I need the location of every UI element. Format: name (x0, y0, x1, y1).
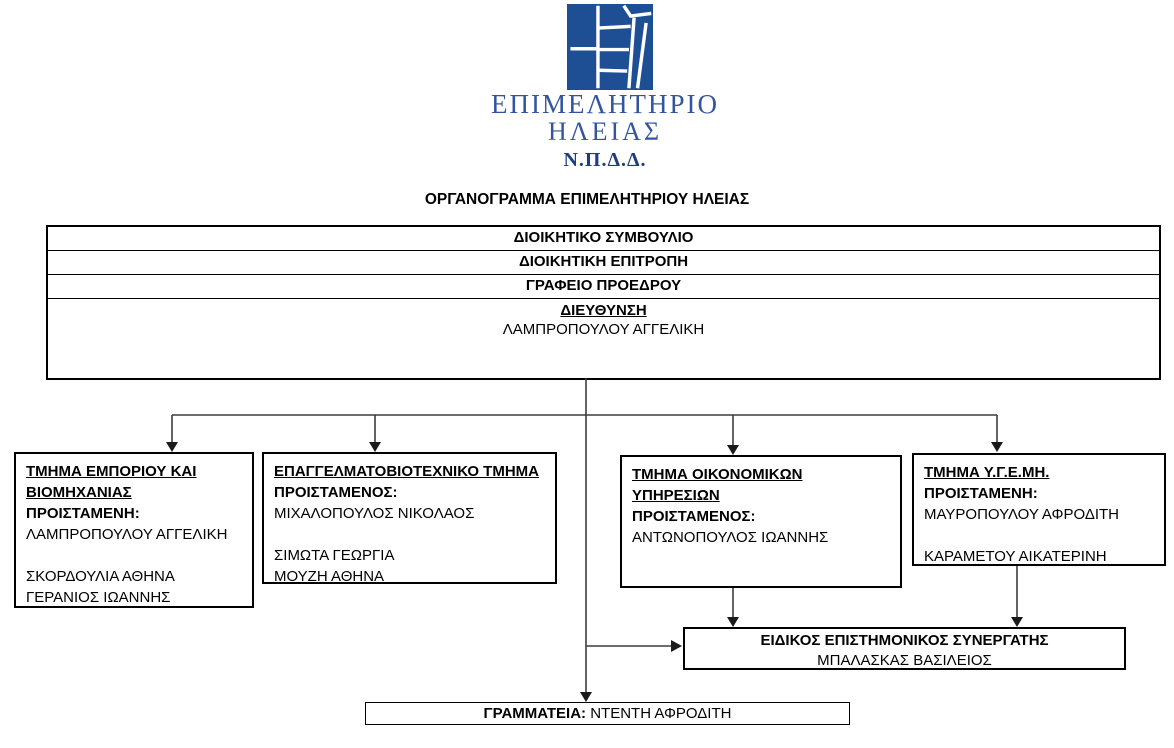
special-advisor-box: ΕΙΔΙΚΟΣ ΕΠΙΣΤΗΜΟΝΙΚΟΣ ΣΥΝΕΡΓΑΤΗΣ ΜΠΑΛΑΣΚ… (683, 627, 1126, 670)
dept-head: ΜΑΥΡΟΠΟΥΛΟΥ ΑΦΡΟΔΙΤΗ (924, 506, 1120, 523)
dept-title: ΤΜΗΜΑ Υ.Γ.Ε.ΜΗ. (924, 464, 1050, 481)
spacer (26, 545, 242, 566)
row-committee: ΔΙΟΙΚΗΤΙΚΗ ΕΠΙΤΡΟΠΗ (48, 251, 1159, 275)
secretariat-label: ΓΡΑΜΜΑΤΕΙΑ: (483, 705, 587, 722)
governance-box: ΔΙΟΙΚΗΤΙΚΟ ΣΥΜΒΟΥΛΙΟ ΔΙΟΙΚΗΤΙΚΗ ΕΠΙΤΡΟΠΗ… (46, 225, 1161, 380)
dept-staff-member: ΣΙΜΩΤΑ ΓΕΩΡΓΙΑ (274, 547, 395, 564)
chamber-emblem-icon (566, 4, 654, 90)
direction-section: ΔΙΕΥΘΥΝΣΗ ΛΑΜΠΡΟΠΟΥΛΟΥ ΑΓΓΕΛΙΚΗ (48, 299, 1159, 338)
dept-title: ΤΜΗΜΑ ΕΜΠΟΡΙΟΥ ΚΑΙ ΒΙΟΜΗΧΑΝΙΑΣ (26, 463, 197, 501)
secretariat-name: ΝΤΕΝΤΗ ΑΦΡΟΔΙΤΗ (590, 705, 732, 722)
page-title: ΟΡΓΑΝΟΓΡΑΜΜΑ ΕΠΙΜΕΛΗΤΗΡΙΟΥ ΗΛΕΙΑΣ (424, 191, 750, 208)
dept-ygemi-box: ΤΜΗΜΑ Υ.Γ.Ε.ΜΗ. ΠΡΟΙΣΤΑΜΕΝΗ: ΜΑΥΡΟΠΟΥΛΟΥ… (912, 453, 1166, 566)
dept-staff-member: ΜΟΥΖΗ ΑΘΗΝΑ (274, 568, 385, 585)
chamber-wordmark: ΕΠΙΜΕΛΗΤΗΡΙΟ ΗΛΕΙΑΣ Ν.Π.Δ.Δ. (420, 90, 790, 171)
dept-role: ΠΡΟΙΣΤΑΜΕΝΗ: (924, 485, 1038, 502)
dept-commerce-industry-box: ΤΜΗΜΑ ΕΜΠΟΡΙΟΥ ΚΑΙ ΒΙΟΜΗΧΑΝΙΑΣ ΠΡΟΙΣΤΑΜΕ… (14, 452, 254, 608)
dept-title: ΤΜΗΜΑ ΟΙΚΟΝΟΜΙΚΩΝ ΥΠΗΡΕΣΙΩΝ (632, 466, 803, 504)
chamber-legal-form: Ν.Π.Δ.Δ. (563, 149, 647, 172)
advisor-name: ΜΠΑΛΑΣΚΑΣ ΒΑΣΙΛΕΙΟΣ (817, 652, 992, 669)
dept-role: ΠΡΟΙΣΤΑΜΕΝΗ: (26, 505, 140, 522)
dept-head: ΑΝΤΩΝΟΠΟΥΛΟΣ ΙΩΑΝΝΗΣ (632, 529, 829, 546)
dept-role: ΠΡΟΙΣΤΑΜΕΝΟΣ: (632, 508, 756, 525)
dept-title: ΕΠΑΓΓΕΛΜΑΤΟΒΙΟΤΕΧΝΙΚΟ ΤΜΗΜΑ (274, 463, 539, 480)
direction-title: ΔΙΕΥΘΥΝΣΗ (560, 302, 647, 319)
dept-financial-services-box: ΤΜΗΜΑ ΟΙΚΟΝΟΜΙΚΩΝ ΥΠΗΡΕΣΙΩΝ ΠΡΟΙΣΤΑΜΕΝΟΣ… (620, 455, 902, 588)
dept-staff-member: ΚΑΡΑΜΕΤΟΥ ΑΙΚΑΤΕΡΙΝΗ (924, 548, 1107, 565)
spacer (924, 525, 1154, 546)
advisor-title: ΕΙΔΙΚΟΣ ΕΠΙΣΤΗΜΟΝΙΚΟΣ ΣΥΝΕΡΓΑΤΗΣ (760, 632, 1049, 649)
row-presidents-office: ΓΡΑΦΕΙΟ ΠΡΟΕΔΡΟΥ (48, 275, 1159, 299)
spacer (274, 524, 545, 545)
direction-head: ΛΑΜΠΡΟΠΟΥΛΟΥ ΑΓΓΕΛΙΚΗ (502, 321, 705, 338)
dept-staff-member: ΣΚΟΡΔΟΥΛΙΑ ΑΘΗΝΑ (26, 568, 175, 585)
chamber-name-line1: ΕΠΙΜΕΛΗΤΗΡΙΟ (490, 89, 720, 119)
dept-staff-member: ΓΕΡΑΝΙΟΣ ΙΩΑΝΝΗΣ (26, 589, 171, 606)
dept-head: ΜΙΧΑΛΟΠΟΥΛΟΣ ΝΙΚΟΛΑΟΣ (274, 505, 475, 522)
chamber-name-line2: ΗΛΕΙΑΣ (547, 117, 663, 147)
row-board: ΔΙΟΙΚΗΤΙΚΟ ΣΥΜΒΟΥΛΙΟ (48, 227, 1159, 251)
secretariat-box: ΓΡΑΜΜΑΤΕΙΑ: ΝΤΕΝΤΗ ΑΦΡΟΔΙΤΗ (365, 702, 850, 725)
dept-role: ΠΡΟΙΣΤΑΜΕΝΟΣ: (274, 484, 398, 501)
dept-head: ΛΑΜΠΡΟΠΟΥΛΟΥ ΑΓΓΕΛΙΚΗ (26, 526, 228, 543)
dept-professional-craft-box: ΕΠΑΓΓΕΛΜΑΤΟΒΙΟΤΕΧΝΙΚΟ ΤΜΗΜΑ ΠΡΟΙΣΤΑΜΕΝΟΣ… (262, 452, 557, 585)
